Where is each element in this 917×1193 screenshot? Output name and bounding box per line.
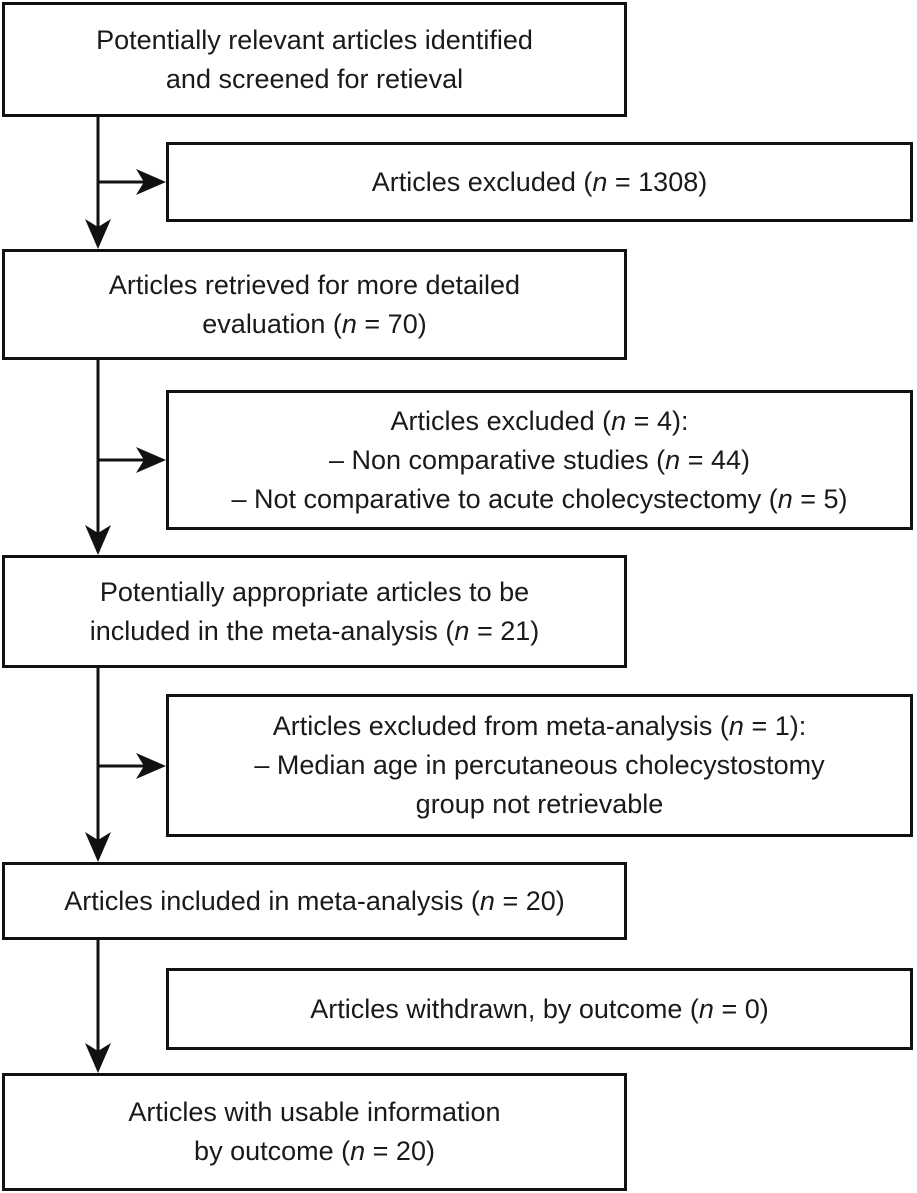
box-articles-withdrawn: Articles withdrawn, by outcome (n = 0) [166,968,913,1050]
arrowhead-right-excluded-screening [136,169,166,195]
box-articles-identified: Potentially relevant articles identified… [2,2,627,117]
box-articles-excluded-screening: Articles excluded (n = 1308) [166,142,913,222]
arrowhead-down-usable [85,1043,111,1073]
box-text-line: – Not comparative to acute cholecystecto… [231,483,848,514]
box-text-line: Articles excluded from meta-analysis (n … [272,711,807,741]
arrowhead-down-retrieved [85,219,111,249]
box-text-line: Articles retrieved for more detailed [108,269,521,300]
box-articles-appropriate: Potentially appropriate articles to be in… [2,555,627,668]
box-text-line: – Non comparative studies (n = 44) [329,444,750,475]
box-articles-excluded-evaluation: Articles excluded (n = 4): – Non comparat… [166,390,913,530]
box-articles-excluded-meta-analysis: Articles excluded from meta-analysis (n … [166,694,913,837]
box-text-line: Potentially relevant articles identified [96,24,533,55]
box-text-line: Articles withdrawn, by outcome (n = 0) [310,993,769,1024]
box-articles-retrieved: Articles retrieved for more detailed eval… [2,249,627,360]
box-text-line: included in the meta-analysis (n = 21) [89,615,540,646]
arrowhead-down-appropriate [85,525,111,555]
box-text-line: Articles excluded (n = 1308) [371,166,708,197]
box-text-line: Articles included in meta-analysis (n = … [64,885,565,916]
box-text-line: Potentially appropriate articles to be [99,576,530,607]
arrowhead-right-excluded-evaluation [136,447,166,473]
box-text-line: Articles with usable information [128,1097,501,1127]
box-articles-usable: Articles with usable information by outco… [2,1073,627,1191]
box-text-line: and screened for retieval [165,63,464,94]
box-text-line: group not retrievable [415,789,664,819]
box-text-line: Articles excluded (n = 4): [390,405,689,436]
box-articles-included: Articles included in meta-analysis (n = … [2,862,627,940]
arrowhead-right-excluded-meta [136,753,166,779]
arrowhead-down-included [85,832,111,862]
box-text-line: evaluation (n = 70) [202,308,427,339]
box-text-line: by outcome (n = 20) [194,1136,435,1166]
box-text-line: – Median age in percutaneous cholecystos… [254,750,825,780]
